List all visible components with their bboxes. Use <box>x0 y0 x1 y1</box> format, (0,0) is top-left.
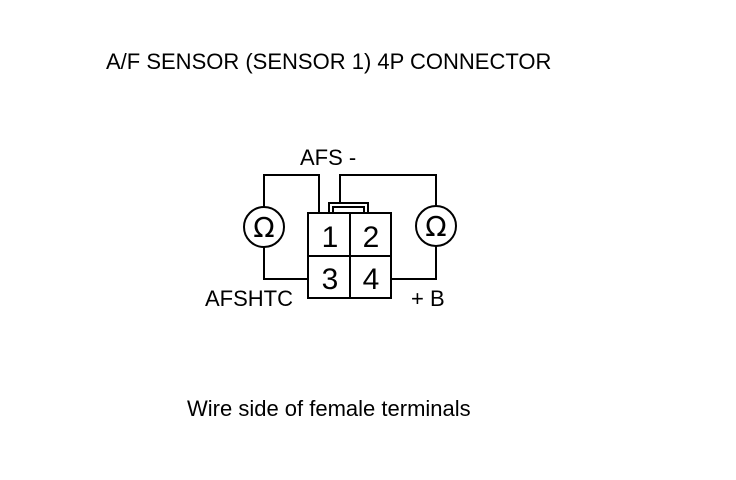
lead-right-upper <box>339 174 437 206</box>
terminal-label-afs-minus: AFS - <box>300 145 357 170</box>
ohm-symbol-right: Ω <box>425 210 446 243</box>
pin-4: 4 <box>363 263 380 296</box>
ohmmeter-icon-right <box>415 205 457 247</box>
terminal-label-plus-b: + B <box>411 286 445 311</box>
lead-left-lower <box>263 247 308 280</box>
ohm-symbol-left: Ω <box>253 211 274 244</box>
lead-left-upper <box>263 174 320 213</box>
diagram-title: A/F SENSOR (SENSOR 1) 4P CONNECTOR <box>106 49 552 74</box>
pin-1: 1 <box>322 221 339 254</box>
terminal-label-afshtc: AFSHTC <box>205 286 293 311</box>
diagram-caption: Wire side of female terminals <box>187 396 471 421</box>
ohmmeter-icon-left <box>243 206 285 248</box>
connector-lock-tab <box>328 202 369 213</box>
lead-right-lower <box>391 246 437 280</box>
pin-3: 3 <box>322 263 339 296</box>
pin-2: 2 <box>363 221 380 254</box>
connector-lock-tab-inner <box>332 206 365 213</box>
